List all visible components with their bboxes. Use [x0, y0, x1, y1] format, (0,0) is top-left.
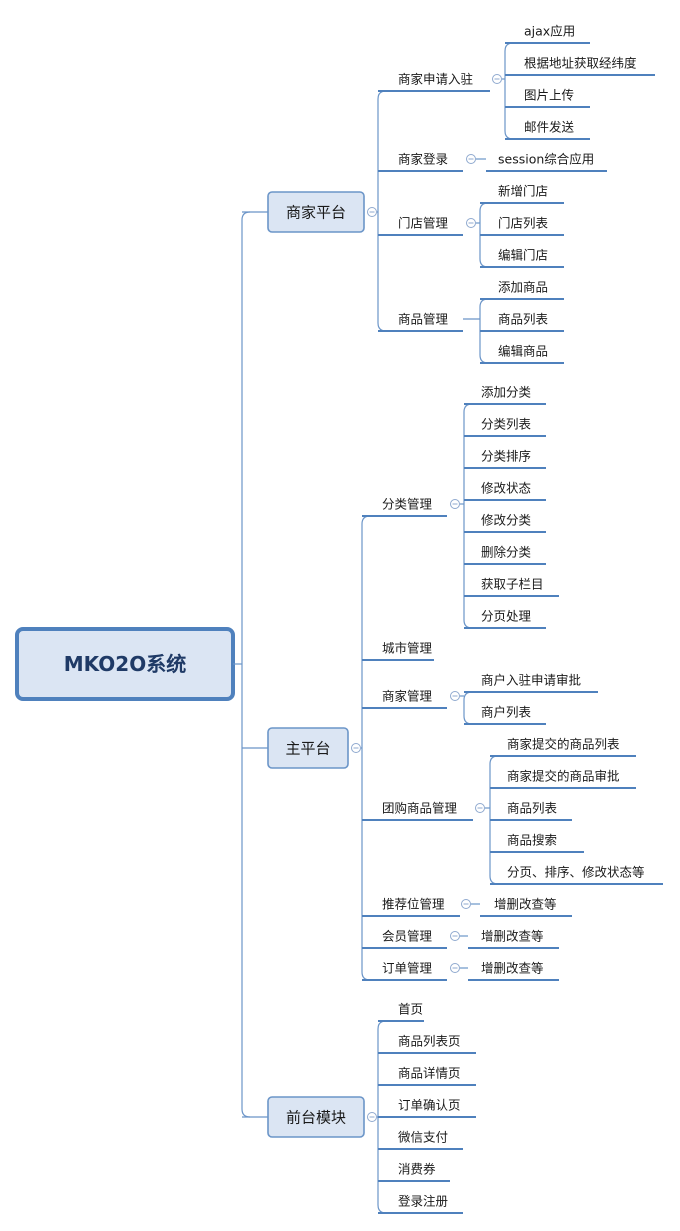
branch-label: 主平台	[285, 740, 330, 758]
leaf-label[interactable]: 增删改查等	[481, 961, 544, 976]
topic-trunk	[463, 403, 473, 629]
topic-label[interactable]: 订单管理	[382, 961, 433, 976]
leaf-label[interactable]: ajax应用	[524, 24, 575, 39]
leaf-label[interactable]: 门店列表	[498, 216, 549, 231]
leaf-label[interactable]: 新增门店	[498, 184, 548, 199]
topic-label[interactable]: 商品详情页	[398, 1066, 461, 1081]
topic-collapse-icon[interactable]	[461, 899, 471, 909]
leaf-label[interactable]: 商户入驻申请审批	[481, 673, 581, 688]
topic-label[interactable]: 团购商品管理	[382, 801, 458, 816]
branch-trunk	[361, 515, 371, 981]
leaf-label[interactable]: 根据地址获取经纬度	[524, 56, 637, 71]
leaf-label[interactable]: 分页、排序、修改状态等	[507, 865, 645, 880]
topic-collapse-icon[interactable]	[466, 218, 476, 228]
leaf-label[interactable]: 添加分类	[481, 385, 532, 400]
leaf-label[interactable]: 增删改查等	[481, 929, 544, 944]
topic-label[interactable]: 商家登录	[398, 152, 448, 167]
leaf-label[interactable]: 商品列表	[507, 801, 558, 816]
leaf-label[interactable]: 图片上传	[524, 88, 574, 103]
leaf-label[interactable]: 获取子栏目	[481, 577, 544, 592]
branch-node-1[interactable]: 主平台	[267, 727, 349, 769]
leaf-label[interactable]: 编辑门店	[498, 248, 548, 263]
topic-label[interactable]: 城市管理	[382, 641, 433, 656]
root-trunk	[241, 211, 251, 1118]
topic-collapse-icon[interactable]	[466, 154, 476, 164]
leaf-label[interactable]: 增删改查等	[494, 897, 557, 912]
branch-node-0[interactable]: 商家平台	[267, 191, 365, 233]
branch-label: 商家平台	[286, 204, 346, 222]
leaf-label[interactable]: 分类列表	[481, 417, 532, 432]
leaf-label[interactable]: 商品搜索	[507, 833, 557, 848]
topic-collapse-icon[interactable]	[475, 803, 485, 813]
topic-label[interactable]: 登录注册	[398, 1194, 448, 1209]
topic-label[interactable]: 分类管理	[382, 497, 433, 512]
leaf-label[interactable]: 分类排序	[481, 449, 531, 464]
topic-label[interactable]: 商家管理	[382, 689, 433, 704]
root-label: MKO2O系统	[64, 652, 186, 676]
leaf-label[interactable]: 编辑商品	[498, 344, 548, 359]
leaf-label[interactable]: 添加商品	[498, 280, 548, 295]
topic-collapse-icon[interactable]	[492, 74, 502, 84]
topic-label[interactable]: 消费券	[398, 1162, 436, 1177]
topic-label[interactable]: 首页	[398, 1002, 423, 1017]
topic-collapse-icon[interactable]	[450, 963, 460, 973]
topic-collapse-icon[interactable]	[450, 691, 460, 701]
topic-trunk	[504, 42, 514, 140]
topic-label[interactable]: 商品管理	[398, 312, 449, 327]
leaf-label[interactable]: 商家提交的商品列表	[507, 737, 620, 752]
leaf-label[interactable]: 商户列表	[481, 705, 532, 720]
topic-trunk	[463, 691, 473, 725]
branch-collapse-icon[interactable]	[367, 1112, 377, 1122]
leaf-label[interactable]: 邮件发送	[524, 120, 575, 135]
branch-collapse-icon[interactable]	[367, 207, 377, 217]
topic-label[interactable]: 推荐位管理	[382, 897, 445, 912]
root-node[interactable]: MKO2O系统	[15, 627, 235, 701]
topic-label[interactable]: 商品列表页	[398, 1034, 461, 1049]
topic-label[interactable]: 微信支付	[398, 1130, 448, 1145]
topic-label[interactable]: 会员管理	[382, 929, 433, 944]
topic-collapse-icon[interactable]	[450, 499, 460, 509]
topic-label[interactable]: 门店管理	[398, 216, 449, 231]
branch-node-2[interactable]: 前台模块	[267, 1096, 365, 1138]
leaf-label[interactable]: 商品列表	[498, 312, 549, 327]
leaf-label[interactable]: 修改分类	[481, 513, 532, 528]
topic-label[interactable]: 订单确认页	[398, 1098, 461, 1113]
branch-trunk	[377, 90, 387, 332]
branch-collapse-icon[interactable]	[351, 743, 361, 753]
branch-label: 前台模块	[286, 1109, 346, 1127]
leaf-label[interactable]: 删除分类	[481, 545, 532, 560]
leaf-label[interactable]: session综合应用	[498, 152, 594, 167]
leaf-label[interactable]: 分页处理	[481, 609, 532, 624]
leaf-label[interactable]: 修改状态	[481, 481, 531, 496]
topic-collapse-icon[interactable]	[450, 931, 460, 941]
leaf-label[interactable]: 商家提交的商品审批	[507, 769, 620, 784]
topic-label[interactable]: 商家申请入驻	[398, 72, 474, 87]
